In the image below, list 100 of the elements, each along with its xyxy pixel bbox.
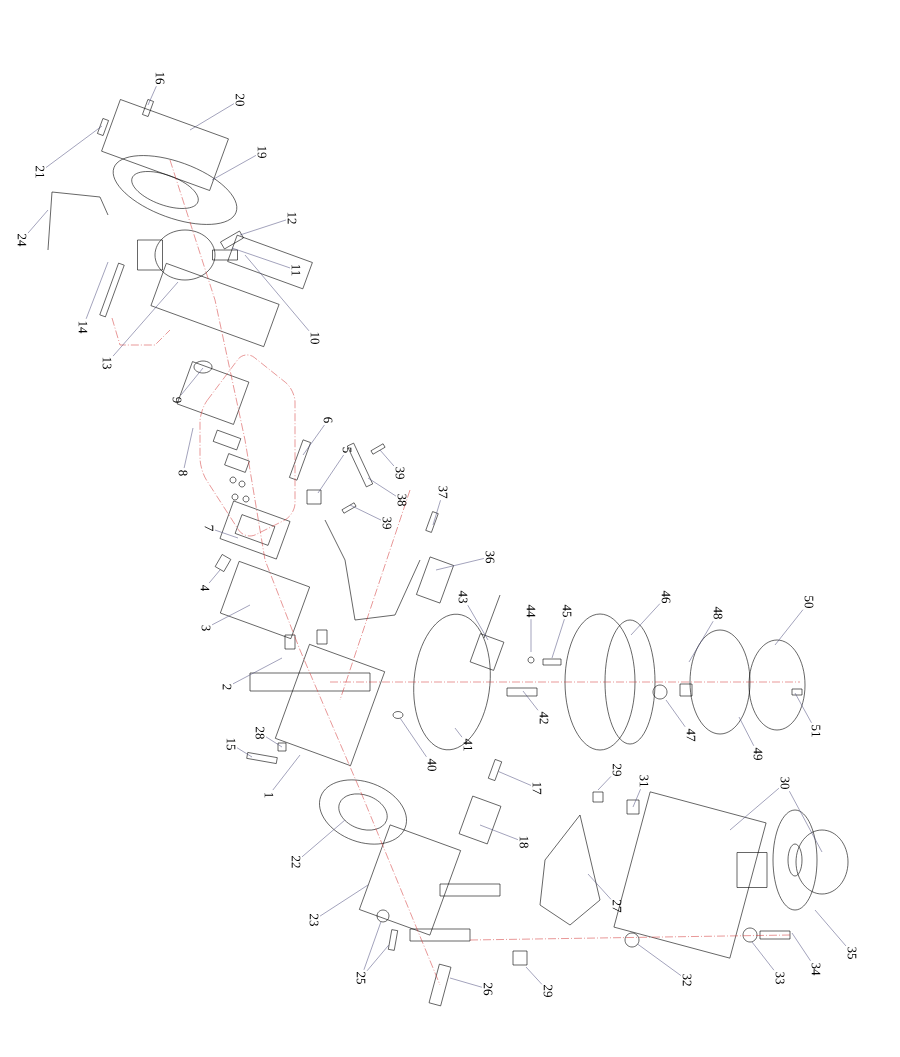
callout-number: 13 [102,357,112,369]
part-drawing [376,909,390,923]
leader-line [814,909,847,947]
leader-line [189,103,235,131]
callout-number: 25 [356,972,366,984]
leader-line [551,618,565,659]
callout-number: 29 [543,985,553,997]
callout-number: 30 [780,777,790,789]
leader-line [632,788,641,808]
callout-number: 41 [463,738,473,751]
part-drawing [488,759,502,781]
leader-line [183,427,194,469]
callout-number: 23 [309,914,319,926]
callout-number: 5 [342,447,352,453]
callout-number: 36 [485,551,495,564]
leader-line [265,736,283,748]
callout-number: 2 [222,684,232,690]
callout-number: 24 [17,234,27,247]
callout-number: 39 [382,517,392,529]
callout-number: 6 [323,417,333,423]
callout-number: 9 [172,397,182,403]
leader-line [630,603,661,636]
callout-number: 35 [847,947,857,959]
leader-line [239,219,287,236]
leader-line [479,824,519,840]
leader-line [688,620,714,663]
leader-line [211,155,257,181]
callout-number: 10 [310,332,320,344]
leader-line [244,254,310,332]
leader-line [435,558,485,571]
leader-line [729,787,780,831]
leader-line [45,125,103,168]
callout-number: 37 [438,486,448,499]
callout-number: 50 [804,596,814,608]
leader-line [211,604,251,626]
callout-number: 11 [291,264,301,276]
leader-line [317,454,344,494]
callout-number: 45 [562,604,572,617]
leader-line [454,727,463,738]
leader-line [789,790,823,853]
leader-line [301,819,346,858]
leader-line [597,776,612,791]
callout-number: 29 [612,764,622,776]
leader-line [791,932,811,962]
callout-number: 32 [682,974,692,986]
callout-number: 17 [532,782,542,795]
callout-number: 28 [255,727,265,739]
leader-line [400,718,427,758]
callout-number: 12 [287,212,297,224]
leader-line [236,747,253,758]
callout-number: 42 [539,711,549,724]
leader-line [231,247,291,269]
leader-line [432,499,441,526]
leader-line [112,281,179,357]
leader-line [232,657,283,685]
leader-line [525,966,543,985]
leader-line [665,699,686,728]
leader-line [751,941,775,971]
callout-number: 4 [200,585,210,592]
callout-number: 1 [264,792,274,798]
callout-number: 48 [713,606,723,619]
leader-line [522,690,539,711]
callout-number: 33 [775,972,785,984]
callout-number: 20 [235,94,245,106]
leader-line [738,716,755,747]
callout-number: 38 [397,494,407,506]
leader-line [27,209,49,234]
callout-number: 19 [257,146,267,158]
leader-line [530,618,532,653]
leader-line [214,529,239,539]
callout-number: 47 [686,728,696,742]
callout-number: 7 [204,525,214,531]
leader-line [272,754,301,791]
part-drawing [624,932,640,948]
leader-line [349,504,382,521]
callout-number: 3 [201,625,211,631]
leader-line [379,449,395,467]
callout-number: 15 [226,738,236,750]
leader-line [774,609,804,646]
callout-number: 43 [458,590,468,603]
callout-number: 34 [811,963,821,976]
leader-line [180,367,204,396]
leader-line [366,944,389,972]
callout-number: 51 [811,725,821,737]
part-drawing [392,711,404,719]
callout-number: 21 [35,166,45,178]
callout-number: 39 [395,467,405,479]
leader-line [449,977,483,988]
callout-number: 16 [155,72,165,85]
leader-line [319,884,369,917]
callout-number: 26 [483,983,493,996]
leader-line [208,569,221,584]
leader-line [367,477,397,497]
part-drawing [388,929,398,951]
leader-line [794,692,812,724]
callout-number: 18 [519,836,529,848]
leader-line [85,261,109,320]
leader-line [467,604,489,641]
leader-line [363,921,382,971]
leader-line [498,771,532,786]
